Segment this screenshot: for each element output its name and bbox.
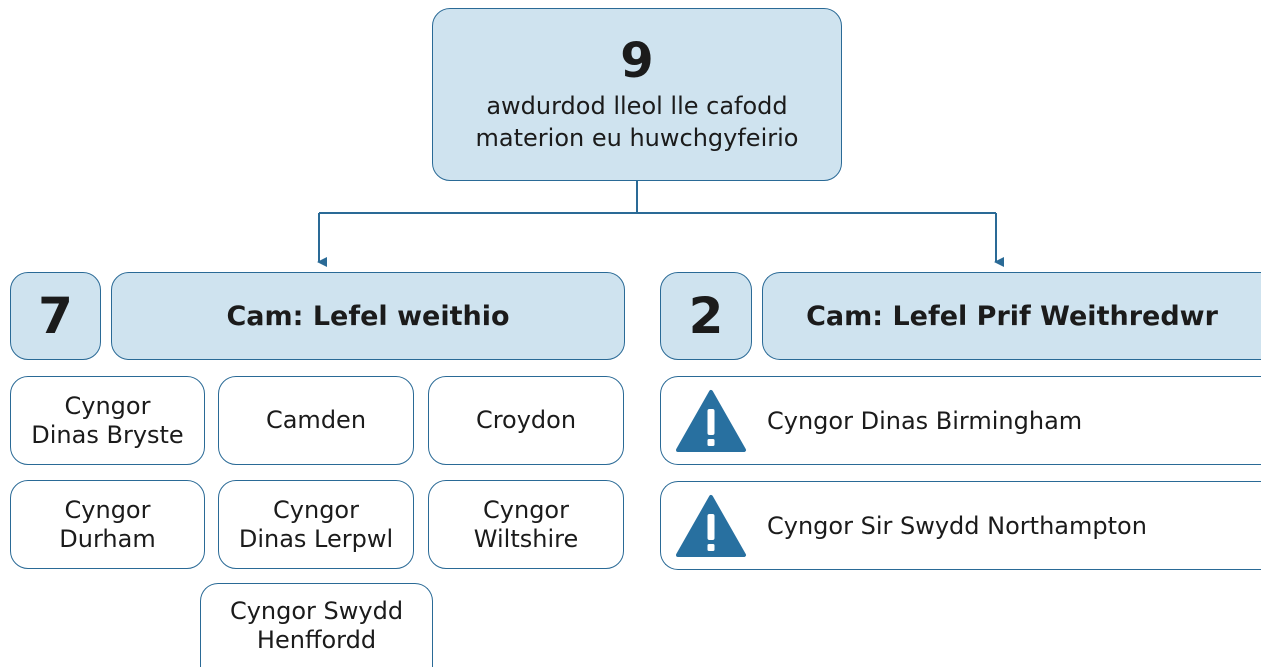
working-level-header: Cam: Lefel weithio	[111, 272, 625, 360]
council-card: Cyngor Wiltshire	[428, 480, 624, 569]
summary-description: awdurdod lleol lle cafodd materion eu hu…	[475, 91, 799, 152]
council-card: Cyngor Swydd Henffordd	[200, 583, 433, 667]
council-card: Cyngor Dinas Lerpwl	[218, 480, 414, 569]
summary-count: 9	[620, 32, 654, 89]
chief-executive-level-count: 2	[660, 272, 752, 360]
council-card: Croydon	[428, 376, 624, 465]
council-card: Cyngor Dinas Bryste	[10, 376, 205, 465]
alert-council-card: Cyngor Dinas Birmingham	[660, 376, 1261, 465]
council-card: Cyngor Durham	[10, 480, 205, 569]
chief-executive-level-header: Cam: Lefel Prif Weithredwr	[762, 272, 1261, 360]
warning-triangle-icon	[676, 389, 746, 452]
alert-council-card: Cyngor Sir Swydd Northampton	[660, 481, 1261, 570]
warning-triangle-icon	[676, 494, 746, 557]
council-card: Camden	[218, 376, 414, 465]
summary-box: 9 awdurdod lleol lle cafodd materion eu …	[432, 8, 842, 181]
working-level-count: 7	[10, 272, 101, 360]
alert-council-label: Cyngor Dinas Birmingham	[767, 406, 1083, 435]
alert-council-label: Cyngor Sir Swydd Northampton	[767, 511, 1147, 540]
